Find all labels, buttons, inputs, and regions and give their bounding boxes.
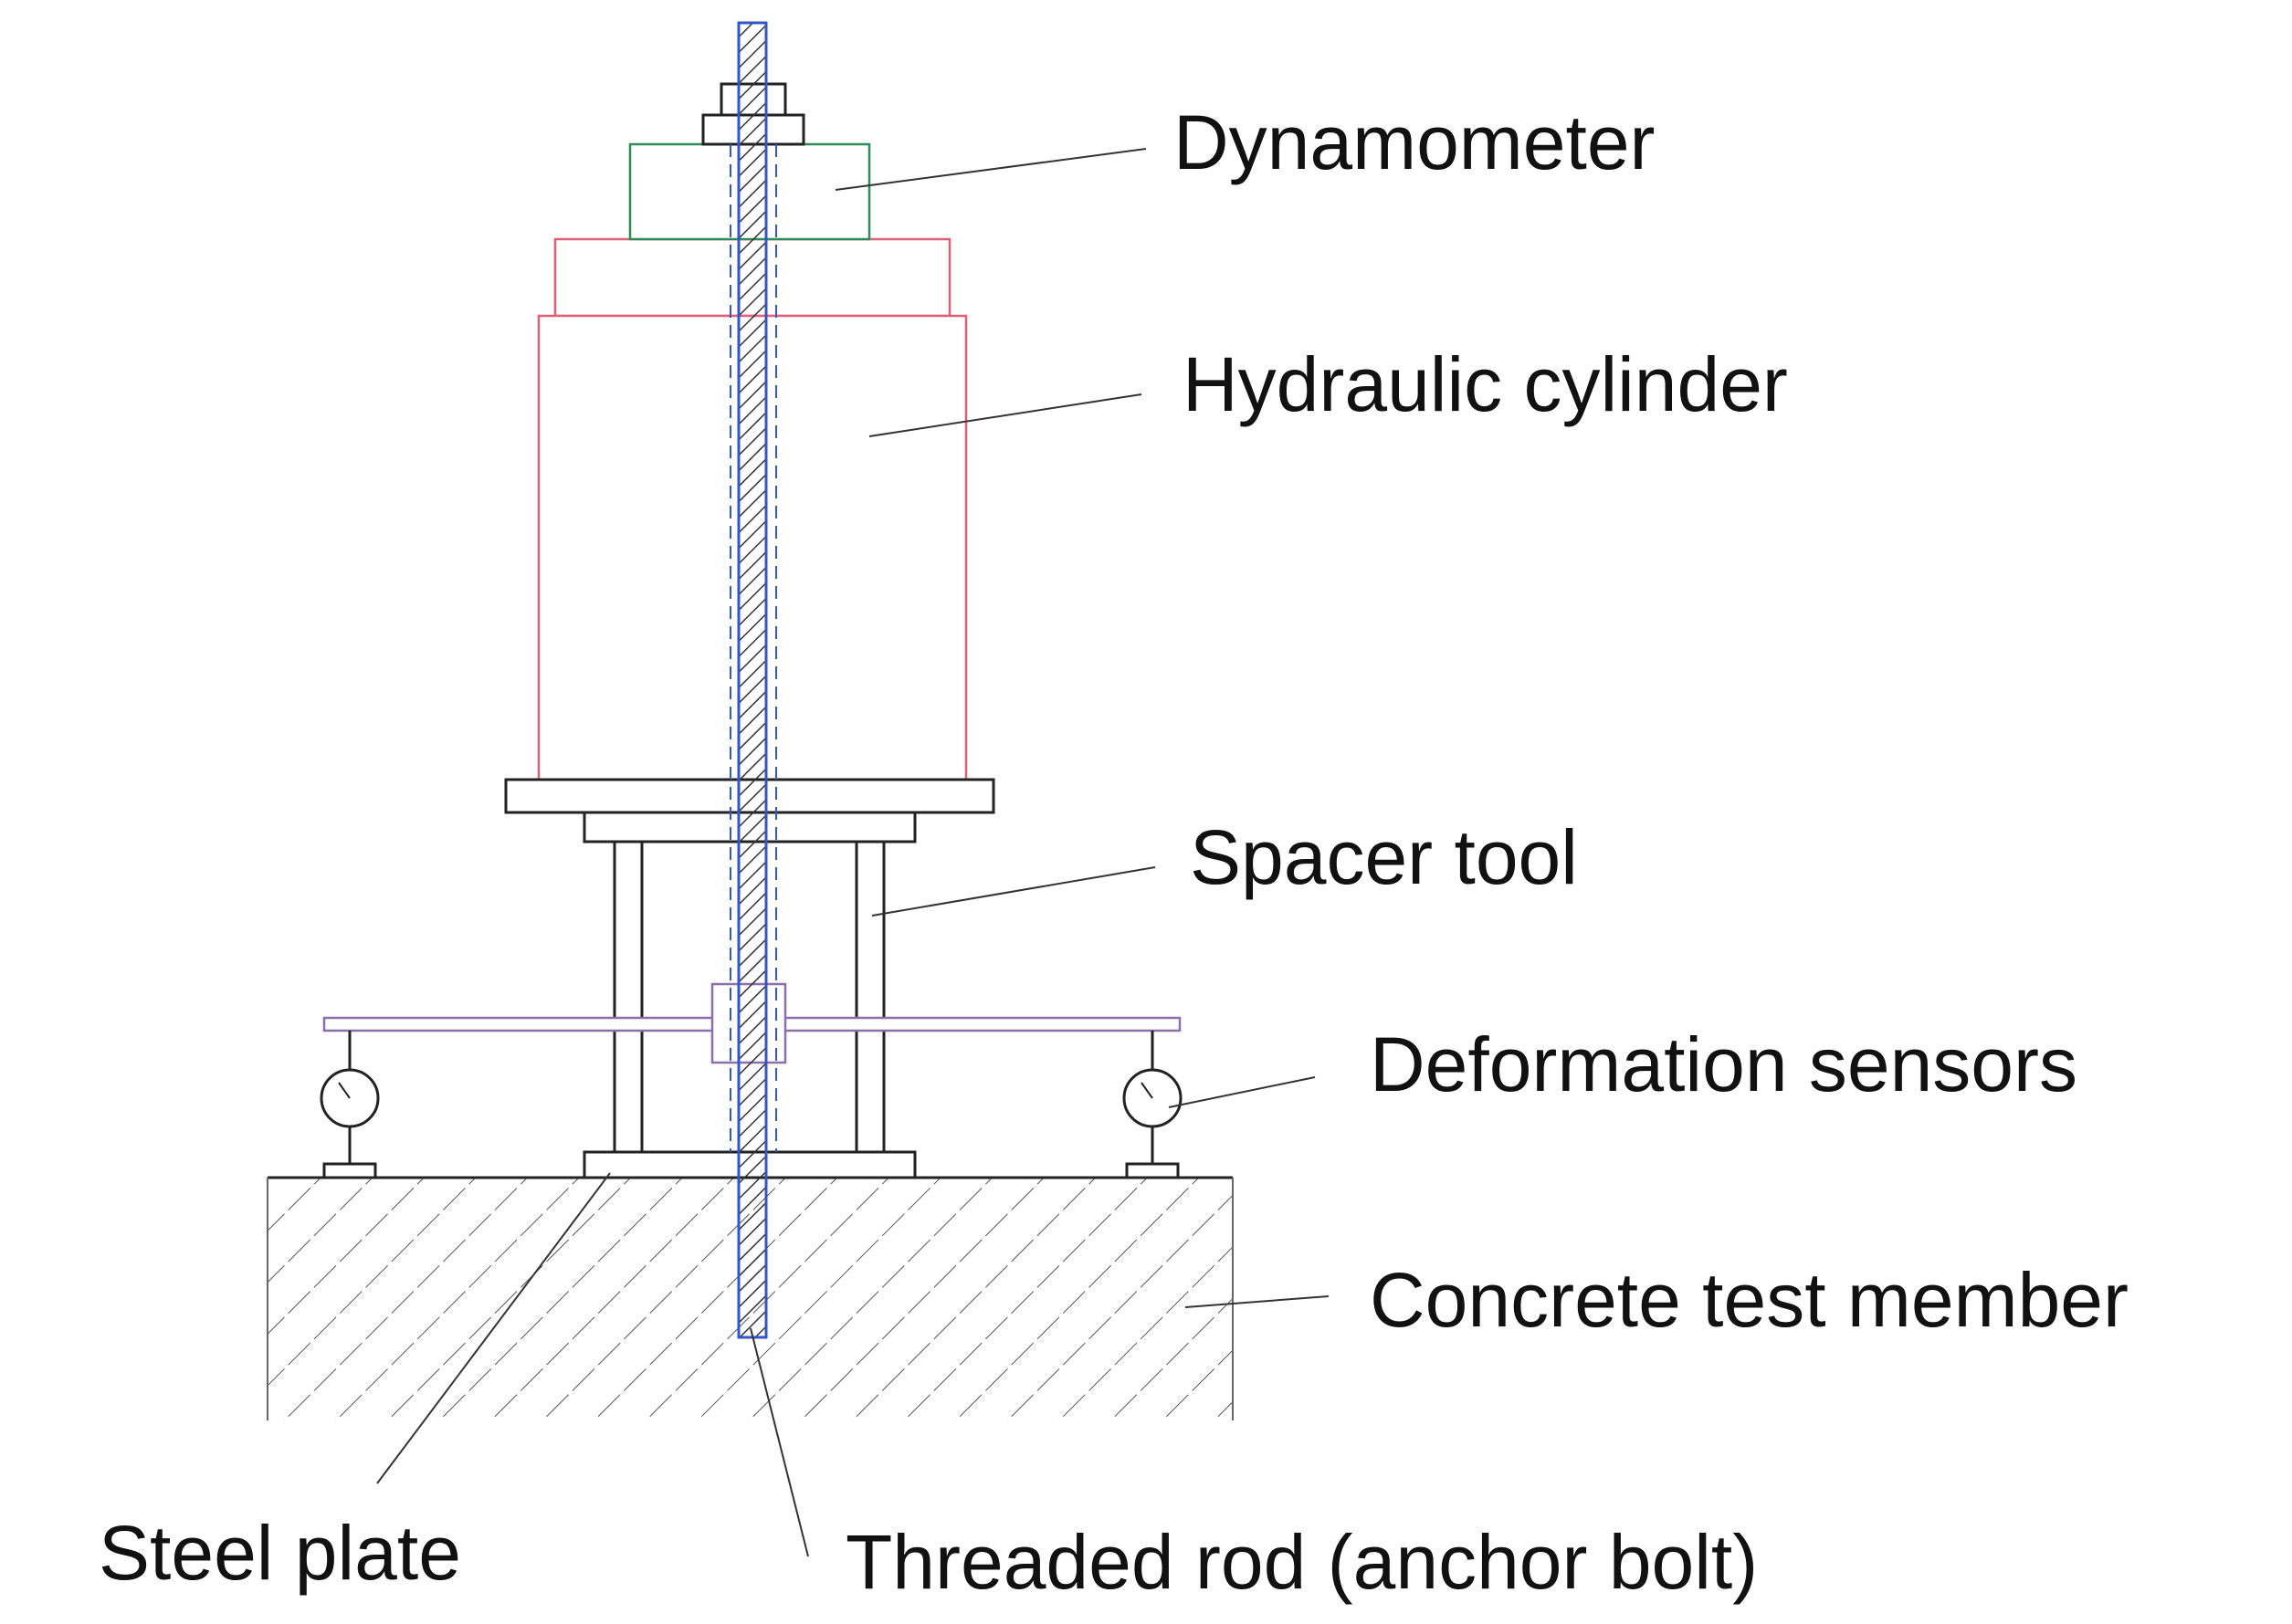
- leader-steel-plate: [376, 1172, 611, 1484]
- leader-threaded-rod: [750, 1327, 809, 1557]
- label-deformation-sensors: Deformation sensors: [1370, 1022, 2077, 1107]
- leader-lines: [376, 148, 1330, 1557]
- label-concrete-test-member: Concrete test member: [1370, 1257, 2129, 1343]
- leader-concrete-test-member: [1184, 1295, 1330, 1308]
- spacer-tool: [583, 811, 917, 1154]
- deformation-sensor-right: [1122, 1031, 1183, 1179]
- label-hydraulic-cylinder: Hydraulic cylinder: [1183, 341, 1788, 427]
- leader-spacer-tool: [871, 866, 1156, 917]
- leader-hydraulic-cylinder: [868, 393, 1142, 437]
- label-threaded-rod: Threaded rod (anchor bolt): [846, 1519, 1758, 1605]
- label-steel-plate: Steel plate: [99, 1510, 461, 1596]
- leader-deformation-sensors: [1168, 1076, 1316, 1108]
- label-spacer-tool: Spacer tool: [1190, 814, 1578, 900]
- label-dynamometer: Dynamometer: [1173, 100, 1656, 185]
- leader-dynamometer: [835, 148, 1147, 191]
- deformation-sensor-left: [320, 1031, 380, 1179]
- threaded-rod: [730, 21, 777, 1339]
